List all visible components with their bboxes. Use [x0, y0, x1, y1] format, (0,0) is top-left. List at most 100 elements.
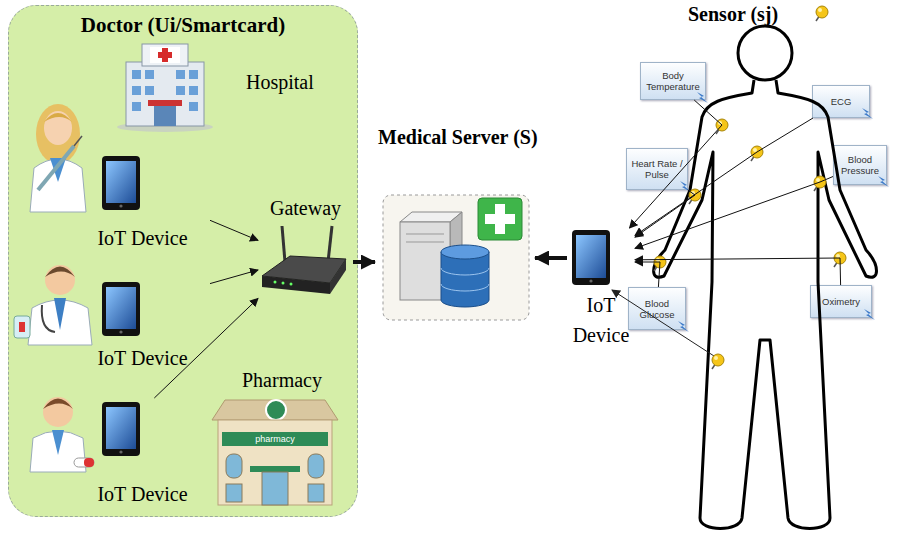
doctor-figure	[19, 322, 25, 332]
sensor-label-box: Oximetry	[810, 285, 872, 318]
hospital-icon	[132, 102, 141, 111]
sensor-label-box: ECG	[812, 85, 870, 118]
doctor-figure	[44, 113, 72, 122]
router-icon	[262, 256, 346, 283]
tablet-icon	[102, 402, 140, 456]
router-icon	[290, 283, 293, 286]
pharmacy-icon	[308, 484, 324, 502]
node-label: Heart Rate / Pulse	[629, 158, 685, 180]
hospital-icon	[154, 106, 176, 126]
node-label: Pharmacy	[212, 368, 352, 392]
arrow-connector	[535, 256, 567, 260]
pharmacy-icon	[266, 400, 286, 420]
tablet-icon	[119, 204, 122, 207]
pushpin	[691, 191, 695, 195]
doctor-figure	[45, 265, 75, 295]
hospital-icon	[176, 70, 185, 79]
server-icon	[441, 268, 489, 275]
pharmacy-icon	[222, 432, 328, 446]
pushpin	[834, 258, 840, 267]
doctor-figure	[30, 104, 86, 212]
hospital-icon	[158, 52, 172, 58]
pushpin	[814, 176, 826, 191]
human-outline	[654, 26, 877, 529]
doctor-panel: Doctor (Ui/Smartcard)HospitalIoT DeviceI…	[8, 5, 358, 517]
doctor-figure	[30, 397, 94, 472]
router-icon	[262, 226, 346, 294]
pushpin	[689, 189, 701, 201]
hospital-node: Hospital	[110, 40, 325, 135]
hospital-icon	[189, 70, 198, 79]
doctor-figure	[45, 267, 75, 278]
doctor-figure	[36, 104, 80, 164]
pushpin	[818, 8, 822, 12]
pharmacy-icon	[212, 400, 338, 505]
server-icon	[441, 245, 489, 259]
pushpin	[654, 262, 660, 271]
doctor-figure	[38, 146, 74, 190]
doctor-figure	[43, 397, 73, 427]
hospital-icon	[162, 48, 168, 62]
router-icon	[328, 226, 332, 262]
hospital-icon	[150, 47, 180, 63]
lightning-glyph	[862, 108, 873, 119]
pushpin	[654, 6, 846, 369]
pushpin	[834, 252, 846, 267]
arrow-connector	[635, 190, 695, 237]
hospital-icon	[145, 86, 154, 95]
node-label: Sensor (sj)	[688, 2, 818, 26]
pushpin	[751, 146, 763, 158]
hospital-icon	[145, 70, 154, 79]
router-icon	[282, 282, 285, 285]
human-outline	[654, 80, 877, 529]
pushpin	[712, 354, 724, 366]
node-label: Hospital	[246, 70, 336, 94]
server-icon	[441, 252, 489, 307]
hospital-icon	[189, 86, 198, 95]
doctor-figure	[74, 458, 94, 467]
node-label: IoT Device	[567, 290, 635, 350]
sensor-label-box: Body Temperature	[640, 62, 706, 100]
pushpin	[716, 119, 728, 134]
sensor-label-box: Heart Rate / Pulse	[626, 148, 688, 190]
pushpin	[751, 146, 763, 161]
server-icon	[441, 284, 489, 291]
pushpin	[716, 119, 728, 131]
pushpin	[814, 182, 820, 191]
sensor-arrow	[612, 290, 714, 356]
pushpin	[654, 256, 666, 271]
server-icon	[383, 195, 529, 320]
tablet-icon	[119, 450, 122, 453]
doctor-figure	[42, 305, 55, 332]
hospital-icon	[142, 44, 188, 66]
tablet-icon	[576, 235, 606, 278]
arrow-connector	[210, 220, 258, 240]
tablet-icon	[102, 156, 140, 210]
doctor-figure	[43, 399, 73, 410]
pushpin	[654, 256, 666, 268]
medical-server-node: Medical Server (S)	[375, 125, 535, 325]
doctor-figure	[50, 158, 66, 182]
hospital-icon	[148, 100, 182, 106]
hospital-icon	[132, 70, 141, 79]
pushpin	[834, 252, 846, 264]
server-icon	[383, 195, 529, 320]
pharmacy-icon	[226, 484, 242, 502]
pushpin	[836, 254, 840, 258]
tablet-icon	[589, 279, 592, 282]
pharmacy-icon	[218, 420, 332, 505]
arrow-connector	[630, 100, 723, 228]
lightning-glyph	[864, 309, 875, 320]
arrow-connector	[635, 258, 841, 285]
pushpin	[816, 12, 822, 21]
pharmacy-node: Pharmacy	[212, 368, 342, 510]
node-label: ECG	[815, 96, 867, 107]
node-label: IoT Device	[75, 346, 210, 370]
arrow-connector	[210, 270, 258, 284]
doctor-figure	[74, 136, 82, 146]
doctor-figure	[84, 458, 94, 467]
pharmacy-icon	[250, 466, 300, 472]
tablet-icon	[102, 282, 140, 336]
node-label: Doctor (Ui/Smartcard)	[9, 13, 357, 37]
